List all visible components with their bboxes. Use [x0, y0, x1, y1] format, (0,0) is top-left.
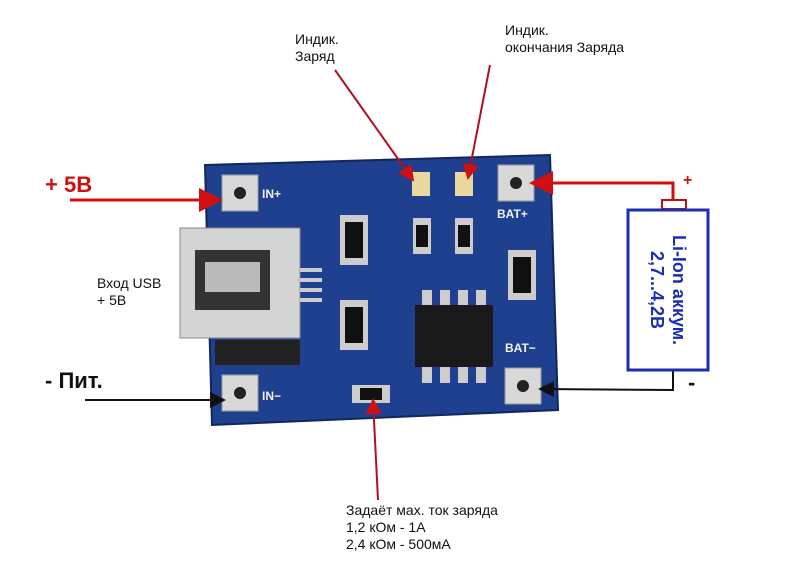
resistor-line2: 1,2 кОм - 1А — [346, 519, 426, 535]
charge-indicator-label: Индик. Заряд — [295, 31, 339, 65]
silk-bat-plus: BAT+ — [497, 207, 528, 221]
battery-terminal — [661, 199, 687, 210]
battery-minus-sign: - — [688, 370, 696, 395]
end-indicator-label: Индик. окончания Заряда — [505, 22, 624, 56]
annotation-arrows — [70, 64, 710, 501]
plus-5v-label: + 5В — [45, 172, 93, 197]
usb-input-line2: + 5В — [97, 292, 127, 308]
charge-ind-line1: Индик. — [295, 31, 339, 47]
minus-power-label: - Пит. — [45, 368, 103, 393]
battery-plus-sign: + — [683, 172, 693, 189]
usb-input-label: Вход USB + 5В — [97, 275, 161, 309]
battery-line1: Li-Ion аккум. — [669, 234, 689, 346]
silk-in-minus: IN− — [262, 389, 281, 403]
usb-input-line1: Вход USB — [97, 275, 162, 291]
battery: Li-Ion аккум.2,7...4,2В — [628, 210, 708, 370]
battery-line2: 2,7...4,2В — [647, 250, 667, 330]
end-ind-line2: окончания Заряда — [505, 39, 625, 55]
battery-outline — [626, 208, 710, 372]
resistor-line3: 2,4 кОм - 500мА — [346, 536, 451, 552]
resistor-line1: Задаёт мах. ток заряда — [346, 502, 498, 518]
usb-connector — [179, 227, 322, 365]
battery-text: Li-Ion аккум.2,7...4,2В — [646, 235, 690, 345]
silk-in-plus: IN+ — [262, 187, 281, 201]
resistor-label: Задаёт мах. ток заряда 1,2 кОм - 1А 2,4 … — [346, 502, 498, 553]
pcb-board: IN+ BAT+ IN− BAT− — [179, 153, 560, 427]
silk-bat-minus: BAT− — [505, 341, 536, 355]
charge-ind-line2: Заряд — [295, 48, 335, 64]
end-ind-line1: Индик. — [505, 22, 549, 38]
components — [340, 172, 536, 403]
